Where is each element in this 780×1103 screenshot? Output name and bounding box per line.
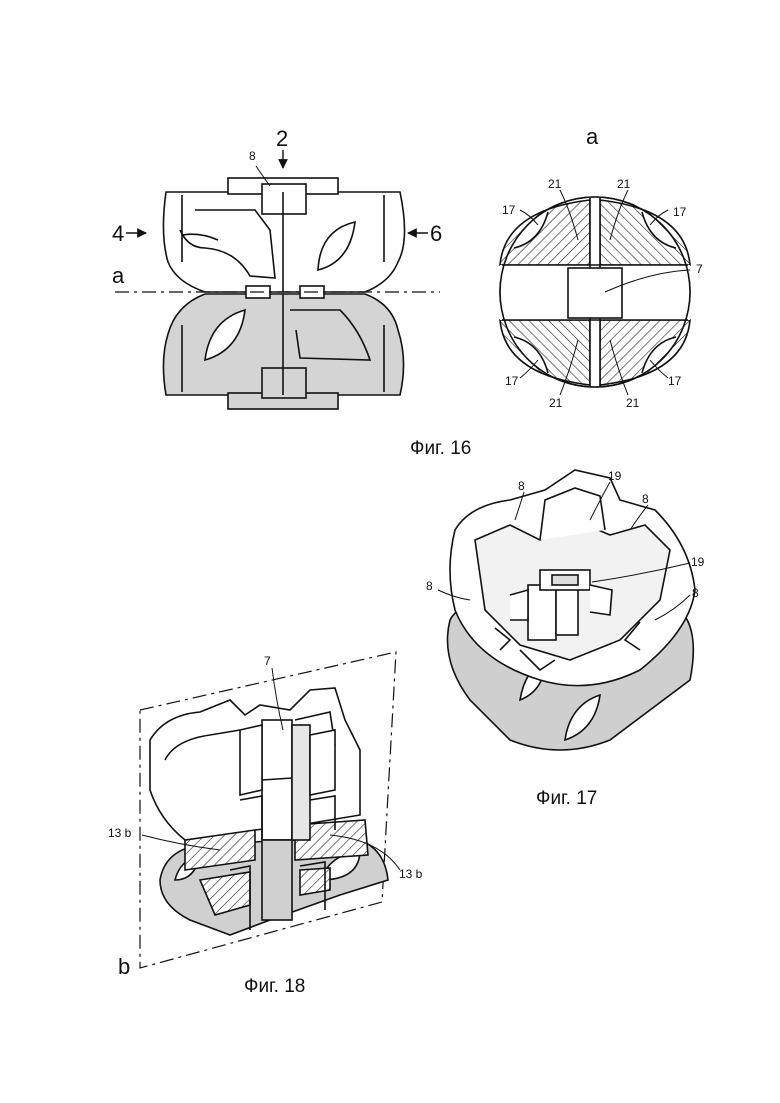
ref-17-bl: 17 bbox=[505, 374, 519, 388]
ref-8-a: 8 bbox=[518, 479, 525, 493]
ref-6: 6 bbox=[430, 221, 442, 246]
ref-19-a: 19 bbox=[608, 469, 622, 483]
ref-21-tl: 21 bbox=[548, 177, 562, 191]
section-line-label: a bbox=[112, 263, 125, 288]
ref-17-tr: 17 bbox=[673, 205, 687, 219]
ref-8: 8 bbox=[249, 149, 256, 163]
ref-8-b: 8 bbox=[642, 492, 649, 506]
fig16-side-view bbox=[163, 178, 404, 409]
ref-21-br: 21 bbox=[626, 396, 640, 410]
fig18-cut-view bbox=[150, 688, 388, 935]
ref-7-cut: 7 bbox=[264, 654, 271, 668]
fig16-section-a bbox=[500, 197, 690, 387]
ref-17-tl: 17 bbox=[502, 203, 516, 217]
fig16-caption: Фиг. 16 bbox=[410, 438, 471, 459]
section-title-a: a bbox=[586, 124, 599, 149]
fig17-perspective bbox=[448, 470, 696, 750]
ref-21-bl: 21 bbox=[549, 396, 563, 410]
ref-13b-right: 13 b bbox=[399, 867, 423, 881]
ref-4: 4 bbox=[112, 221, 124, 246]
fig18-caption: Фиг. 18 bbox=[244, 976, 305, 997]
ref-8-c: 8 bbox=[426, 579, 433, 593]
ref-19-b: 19 bbox=[691, 555, 705, 569]
ref-13b-left: 13 b bbox=[108, 826, 132, 840]
plane-label-b: b bbox=[118, 954, 130, 979]
ref-21-tr: 21 bbox=[617, 177, 631, 191]
ref-7-section: 7 bbox=[696, 262, 703, 276]
ref-8-d: 8 bbox=[692, 586, 699, 600]
ref-2: 2 bbox=[276, 126, 288, 151]
ref-17-br: 17 bbox=[668, 374, 682, 388]
fig17-caption: Фиг. 17 bbox=[536, 788, 597, 809]
